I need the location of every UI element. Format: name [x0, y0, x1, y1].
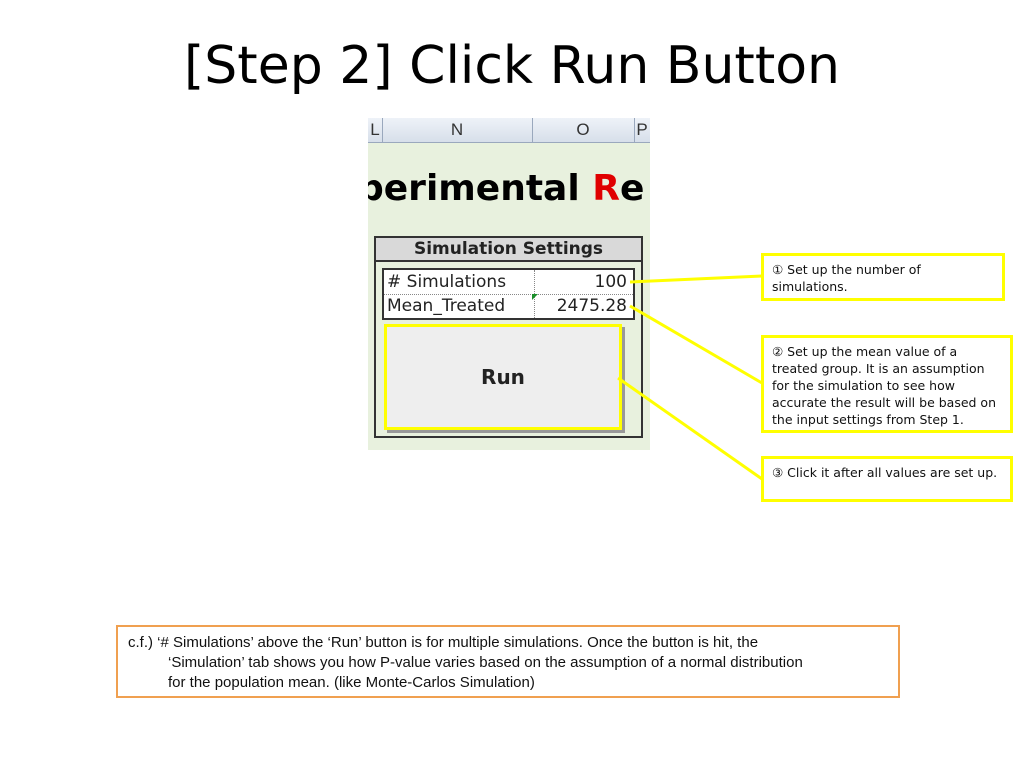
slide-title: [Step 2] Click Run Button [184, 36, 840, 96]
column-header-p[interactable]: P [636, 120, 648, 139]
run-button[interactable]: Run [384, 324, 622, 430]
settings-table: # Simulations 100 Mean_Treated 2475.28 [382, 268, 635, 320]
connector-line-2 [629, 304, 763, 385]
callout-3: ③ Click it after all values are set up. [761, 456, 1013, 502]
connector-line-3 [617, 376, 763, 481]
column-header-l[interactable]: L [368, 118, 383, 142]
excel-screenshot: L N O P perimental Re Simulation Setting… [368, 118, 650, 450]
heading-fragment-end: e [619, 168, 645, 209]
simulations-row: # Simulations 100 [384, 270, 633, 295]
experimental-results-heading: perimental Re [368, 168, 644, 209]
simulation-settings-title: Simulation Settings [376, 238, 641, 262]
callout-2: ② Set up the mean value of a treated gro… [761, 335, 1013, 433]
mean-treated-row: Mean_Treated 2475.28 [384, 294, 633, 318]
note-line-1: c.f.) ‘# Simulations’ above the ‘Run’ bu… [128, 634, 759, 651]
mean-treated-label: Mean_Treated [387, 296, 506, 316]
column-header-n[interactable]: N [382, 118, 533, 142]
heading-fragment: perimental [368, 168, 593, 209]
note-line-3: for the population mean. (like Monte-Car… [168, 674, 535, 691]
mean-treated-value-cell[interactable]: 2475.28 [556, 296, 627, 316]
simulations-value-cell[interactable]: 100 [594, 272, 627, 292]
note-line-2: ‘Simulation’ tab shows you how P-value v… [168, 654, 803, 671]
callout-1: ① Set up the number of simulations. [761, 253, 1005, 301]
simulations-label: # Simulations [387, 272, 507, 292]
column-header-o[interactable]: O [532, 118, 635, 142]
cell-comment-indicator-icon [532, 294, 538, 300]
heading-red-letter: R [592, 168, 620, 209]
run-button-label: Run [481, 365, 525, 389]
cf-note-box: c.f.) ‘# Simulations’ above the ‘Run’ bu… [116, 625, 900, 698]
connector-line-1 [629, 274, 763, 284]
column-header-bar: L N O P [368, 118, 650, 143]
